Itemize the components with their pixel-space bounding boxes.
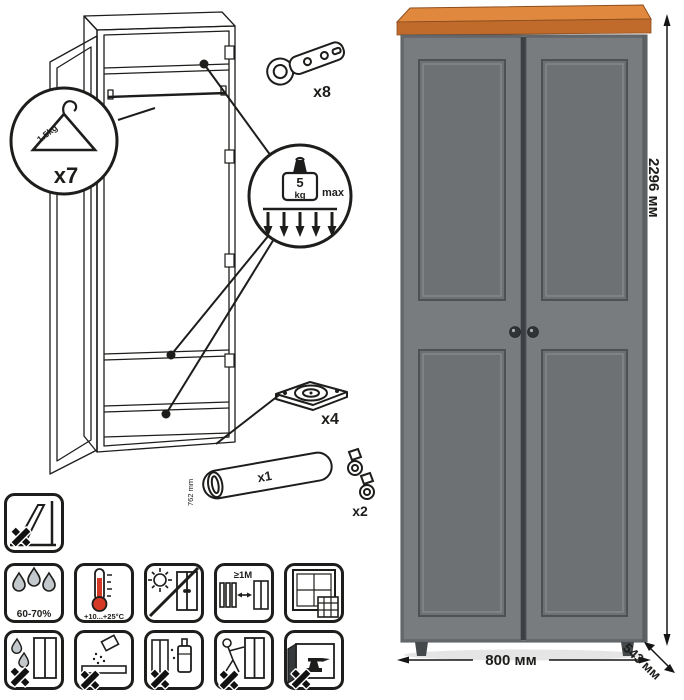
- depth-label: 543 мм: [620, 640, 664, 683]
- hook-hardware-icon: [347, 447, 375, 500]
- door-panel-upper: [418, 59, 506, 301]
- knob-left-highlight: [511, 328, 516, 333]
- width-label: 800 мм: [485, 652, 536, 669]
- do-not-lean-icon: [4, 493, 64, 553]
- arrow-down: [663, 634, 671, 646]
- arrow-up-left: [644, 642, 655, 651]
- load-value: 5: [296, 175, 303, 190]
- load-callout: 5 kg max: [247, 143, 353, 249]
- wardrobe-top-trim: [395, 4, 652, 36]
- water-drops-icon: [12, 566, 56, 592]
- tabletop-glyph: [81, 665, 127, 674]
- hanger-callout: 1.5kg x7: [9, 86, 119, 196]
- arrow-up: [663, 14, 671, 26]
- no-wet-cleaning-icon: [4, 630, 64, 690]
- arrow-down-right: [664, 664, 675, 673]
- hanger-qty-label: x7: [54, 163, 78, 188]
- load-max-label: max: [322, 187, 345, 199]
- knob-left: [509, 326, 521, 338]
- knob-right: [527, 326, 539, 338]
- humidity-label: 60-70%: [17, 609, 52, 620]
- weight-icon: [293, 156, 307, 173]
- wardrobe-legs: [415, 642, 634, 656]
- rod-length-label: 762 mm: [186, 479, 195, 506]
- no-abrasive-cleaners-icon: [74, 630, 134, 692]
- distance-arrow: [237, 592, 252, 598]
- load-unit: kg: [294, 190, 305, 201]
- wardrobe-glyph: [176, 571, 198, 611]
- rod-qty-label: x1: [256, 468, 273, 485]
- body-side-edge: [641, 35, 647, 642]
- wardrobe-glyph: [151, 639, 169, 675]
- care-icons: 60-70% +10...+25°C: [4, 493, 344, 692]
- hinge-hardware-icon: [266, 41, 345, 86]
- door-gap: [521, 37, 526, 640]
- wardrobe-glyph: [253, 580, 269, 610]
- hook-qty-label: x2: [352, 503, 368, 519]
- leader-lines: [117, 63, 284, 445]
- anvil-icon: [306, 658, 330, 672]
- window-icon: [292, 569, 339, 618]
- door-panel-lower: [541, 349, 628, 617]
- hanger-hook-icon: [62, 100, 78, 115]
- humidity-icon: 60-70%: [4, 563, 64, 623]
- wardrobe-door-right: [525, 36, 644, 641]
- door-panel-upper: [541, 59, 628, 301]
- depth-dimension: 543 мм: [620, 640, 675, 683]
- wardrobe-door-left: [402, 36, 522, 641]
- thermometer-icon: [91, 568, 112, 612]
- rod-hardware-icon: x1 762 mm: [186, 451, 333, 506]
- assembly-diagram: 1.5kg x7 5 kg max: [9, 11, 375, 519]
- load-badge: [281, 171, 319, 202]
- no-heavy-objects-icon: [284, 630, 344, 691]
- floor-shadow: [404, 649, 644, 661]
- arrow-left: [397, 656, 409, 664]
- product-render: 2296 мм 800 мм 543 мм: [395, 4, 675, 683]
- sun-icon: [148, 568, 172, 592]
- powder-shaker-icon: [100, 634, 120, 652]
- hinge-marks: [224, 45, 235, 368]
- prohibition-slash: [148, 566, 200, 618]
- do-not-drag-icon: [214, 630, 274, 692]
- arrow-right: [639, 656, 651, 664]
- min-distance-heater-icon: ≥1M: [214, 563, 274, 623]
- min-distance-label: ≥1M: [234, 570, 252, 581]
- height-dimension: 2296 мм: [645, 14, 671, 646]
- hinge-qty-label: x8: [313, 84, 331, 101]
- hanger-icon: [30, 100, 98, 152]
- no-direct-sunlight-icon: [144, 563, 204, 623]
- solvent-bottle-icon: [177, 638, 192, 673]
- load-arrows: [263, 212, 337, 237]
- no-solvents-icon: [144, 630, 204, 691]
- temperature-range-icon: +10...+25°C: [74, 563, 134, 623]
- height-label: 2296 мм: [645, 158, 662, 218]
- ventilation-window-icon: [284, 563, 344, 623]
- foot-hardware-icon: [275, 381, 348, 411]
- radiator-icon: [219, 582, 237, 608]
- wardrobe-glyph: [33, 637, 57, 679]
- temperature-label: +10...+25°C: [84, 612, 125, 621]
- callout-dots: [161, 59, 209, 419]
- foot-qty-label: x4: [321, 411, 339, 428]
- wardrobe-glyph: [244, 637, 265, 679]
- wardrobe-body: [400, 34, 648, 643]
- width-dimension: 800 мм: [397, 652, 651, 669]
- knob-right-highlight: [529, 328, 534, 333]
- person-pushing-icon: [222, 638, 245, 673]
- powder-dots: [92, 652, 106, 665]
- wardrobe-wireframe: [49, 11, 236, 475]
- door-panel-lower: [418, 349, 506, 617]
